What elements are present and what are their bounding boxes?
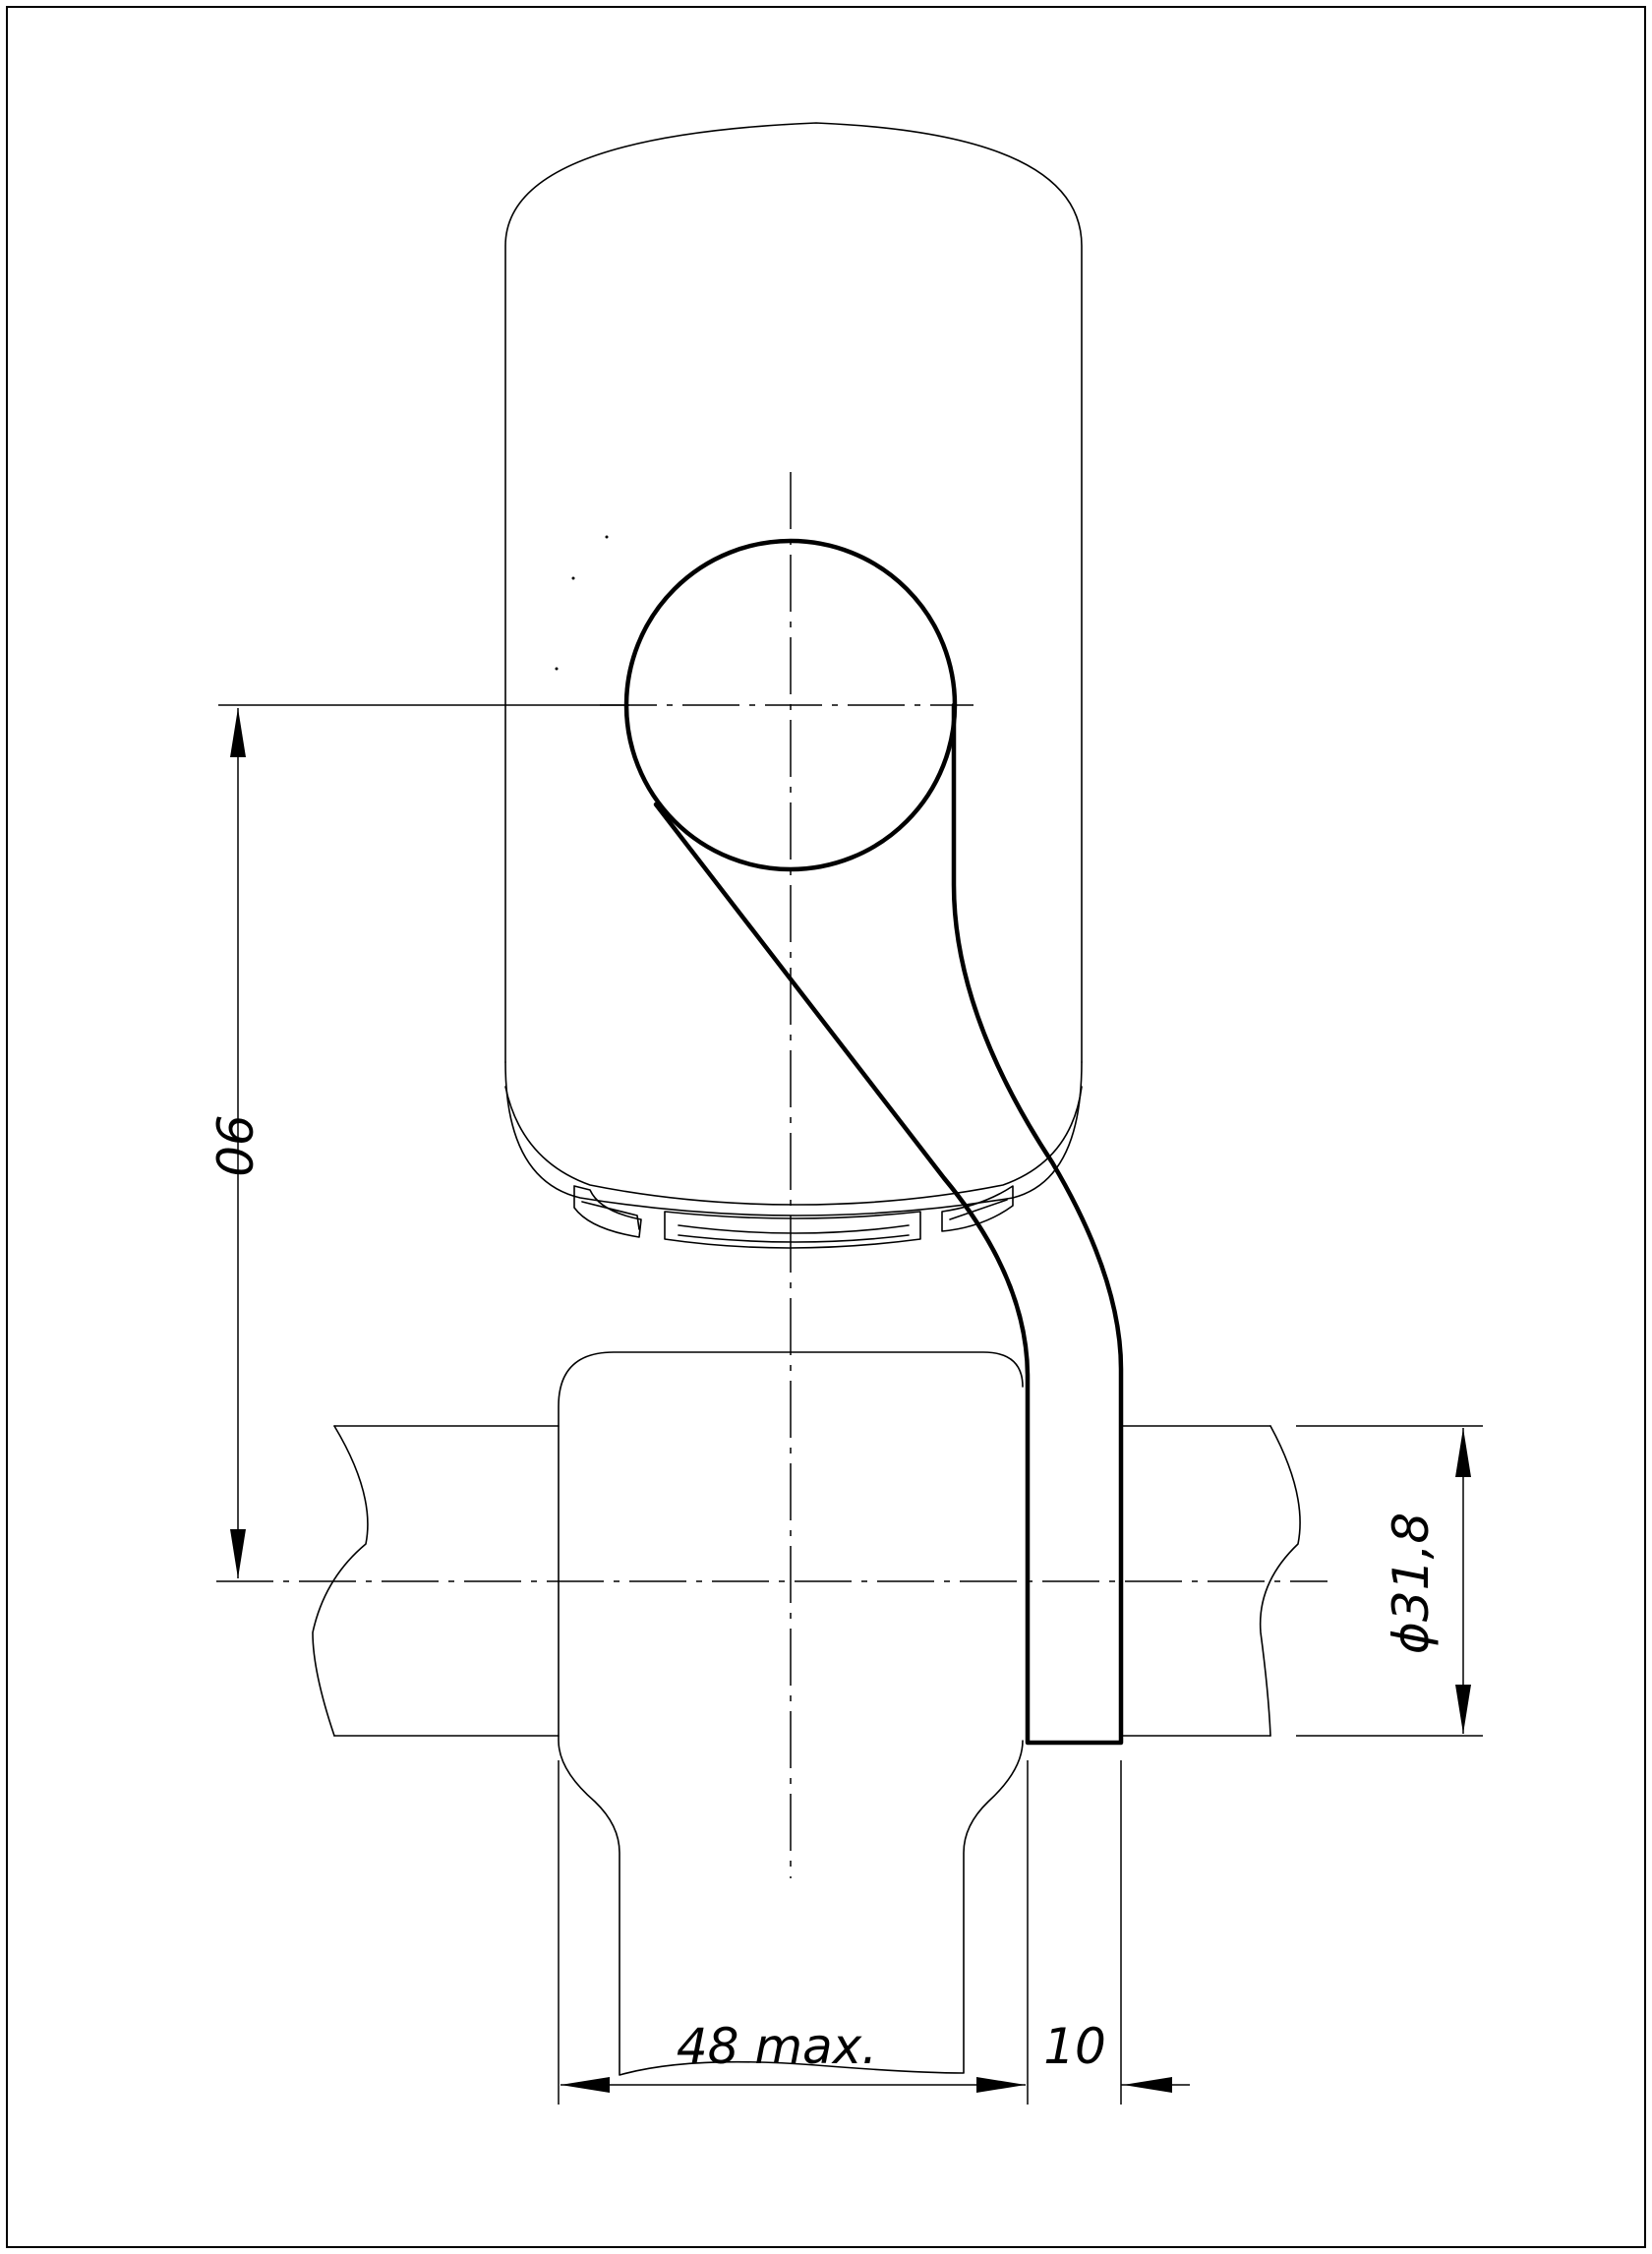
dimension-thickness-label: 10 (1043, 2018, 1106, 2075)
dimension-90-label: 90 (205, 1114, 262, 1177)
dimension-diameter: ϕ31,8 (1296, 1425, 1483, 1737)
center-lines (216, 472, 1328, 1878)
sheet-frame (6, 6, 1646, 2248)
dimension-90: 90 (205, 704, 629, 1578)
mount-housing (504, 122, 1083, 1249)
dimension-width-label: 48 max. (677, 2018, 877, 2075)
dimension-thickness: 10 (1043, 2018, 1190, 2093)
vent-slot-left (573, 1185, 642, 1238)
vent-slot-center (664, 1211, 921, 1249)
dimension-diameter-label: ϕ31,8 (1383, 1513, 1440, 1654)
stem-clamp (558, 1351, 1024, 2076)
handlebar-tube (312, 1425, 1301, 1737)
clamp-arm (653, 702, 1124, 1746)
pivot-and-clamp-arm (623, 538, 1124, 1746)
dimension-width: 48 max. (558, 1760, 1122, 2105)
